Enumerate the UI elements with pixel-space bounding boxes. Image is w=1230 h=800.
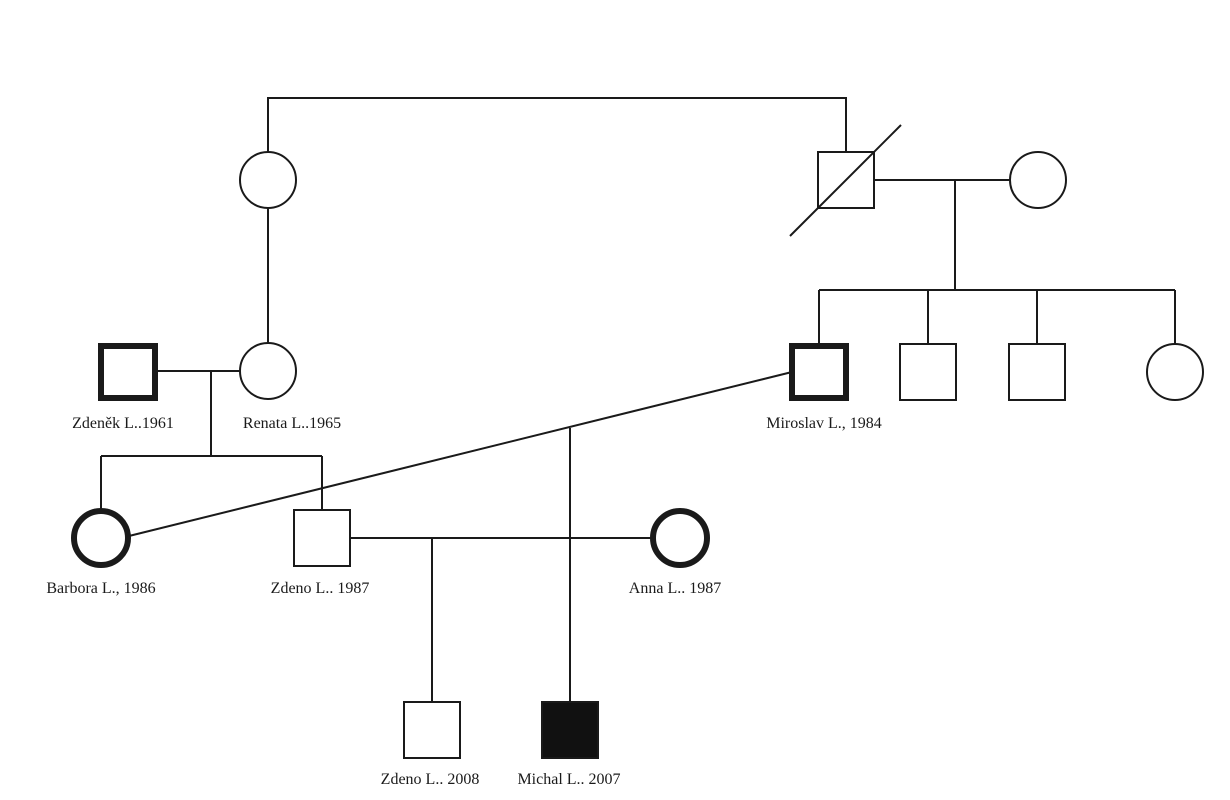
label-miroslav: Miroslav L., 1984 [766, 415, 882, 432]
zdenek-male-carrier [98, 343, 158, 401]
pedigree-lines [100, 97, 1176, 702]
label-zdeno-1987: Zdeno L.. 1987 [271, 580, 370, 597]
renata-female [239, 342, 297, 400]
label-zdeno-2008: Zdeno L.. 2008 [381, 771, 480, 788]
pedigree-individuals [71, 124, 1204, 759]
grandmother-left-female [239, 151, 297, 209]
top-sibling-line [267, 97, 847, 152]
label-zdenek: Zdeněk L..1961 [72, 415, 174, 432]
deceased-slash [789, 124, 902, 237]
zdeno-1987-male [293, 509, 351, 567]
label-michal: Michal L.. 2007 [517, 771, 620, 788]
anna-female-carrier [650, 508, 710, 568]
label-anna: Anna L.. 1987 [629, 580, 721, 597]
michal-affected-male [541, 701, 599, 759]
grandmother-right-female [1009, 151, 1067, 209]
label-renata: Renata L..1965 [243, 415, 341, 432]
zdeno-2008-male [403, 701, 461, 759]
barbora-female-carrier [71, 508, 131, 568]
miroslav-male-carrier [789, 343, 849, 401]
miroslav-brother2-male [1008, 343, 1066, 401]
pedigree-labels: Zdeněk L..1961 Renata L..1965 Miroslav L… [46, 415, 881, 788]
miroslav-brother1-male [899, 343, 957, 401]
label-barbora: Barbora L., 1986 [46, 580, 155, 597]
barbora-miroslav-marriage-line [128, 371, 793, 537]
miroslav-sister-female [1146, 343, 1204, 401]
